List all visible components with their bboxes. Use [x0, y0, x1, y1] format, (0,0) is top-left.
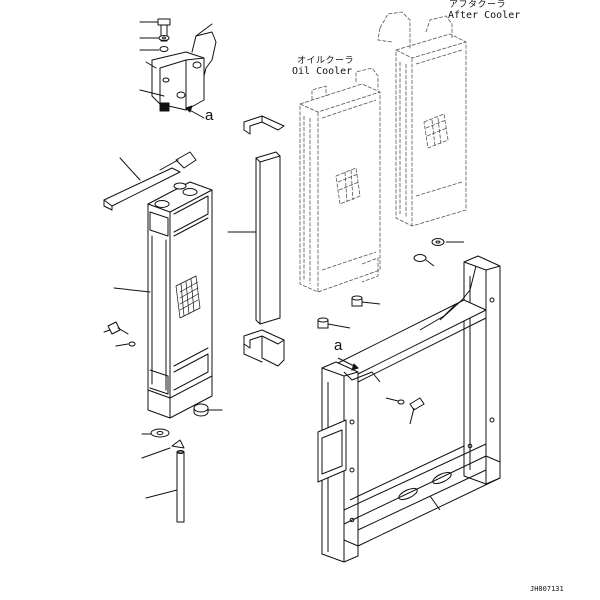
drain-plug: [103, 321, 136, 347]
after-cooler-label-jp: アフタクーラ: [449, 0, 507, 10]
ref-arrow-a-top: [185, 105, 205, 119]
ref-letter-a-frame: a: [334, 337, 343, 354]
lower-mounts: [141, 403, 223, 459]
after-cooler-label: After Cooler: [448, 10, 521, 21]
ref-letter-a-top: a: [205, 107, 214, 124]
oil-cooler-label-jp: オイルクーラ: [297, 56, 355, 66]
ref-arrow-a-frame: [337, 357, 359, 371]
oil-cooler-label: Oil Cooler: [292, 66, 353, 77]
seal-strip: [103, 157, 181, 211]
washer-stack: [139, 35, 170, 52]
radiator: [113, 181, 213, 419]
frame-bolt: [385, 397, 425, 425]
drawing-code: JH007131: [530, 585, 564, 593]
upper-bracket: [139, 23, 217, 112]
small-clip: [159, 151, 197, 171]
seal-clip-bottom: [243, 329, 285, 367]
support-rod: [145, 450, 185, 523]
mount-cushions: [317, 238, 464, 329]
radiator-core-grid: [175, 275, 201, 319]
seal-clip-top: [243, 115, 285, 135]
oil-cooler: [299, 67, 381, 293]
radiator-frame: [317, 255, 501, 563]
after-cooler: [377, 11, 467, 227]
foam-seal: [227, 151, 281, 325]
